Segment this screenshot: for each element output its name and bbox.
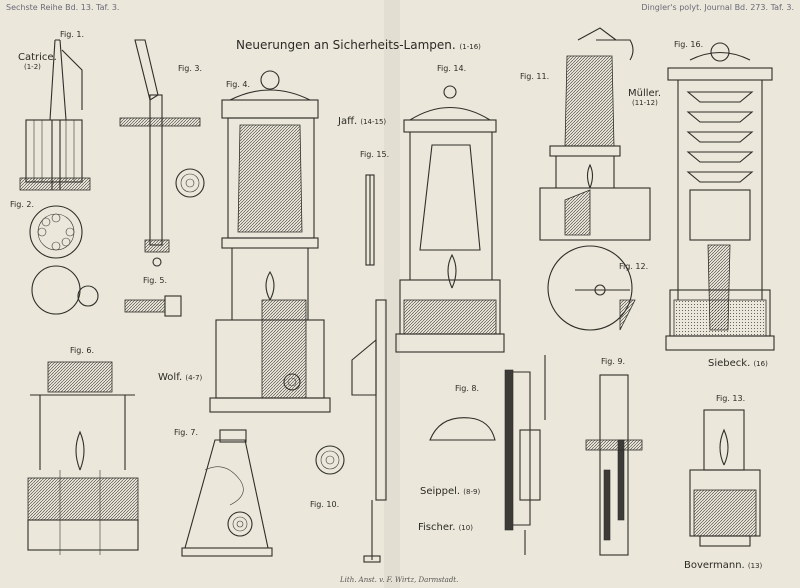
inventor-bovermann: Bovermann. (13) (684, 560, 762, 571)
fig12-drawing (547, 245, 636, 331)
fig-10-label: Fig. 10. (310, 500, 340, 509)
fig5-drawing (124, 295, 182, 317)
fig-12-label: Fig. 12. (619, 262, 649, 271)
fig-1-label: Fig. 1. (60, 30, 85, 39)
fig14-drawing (395, 85, 505, 353)
inventor-wolf-name: Wolf. (158, 372, 183, 383)
inventor-catrice: Catrice. (1-2) (18, 52, 57, 71)
fig-14-label: Fig. 14. (437, 64, 467, 73)
inventor-wolf-range: (4-7) (185, 374, 203, 382)
fig-13-label: Fig. 13. (716, 394, 746, 403)
fig-3-label: Fig. 3. (178, 64, 203, 73)
journal-header: Dingler's polyt. Journal Bd. 273. Taf. 3… (641, 3, 794, 12)
inventor-wolf: Wolf. (4-7) (158, 372, 202, 383)
plate-title-range: (1-16) (459, 43, 481, 51)
fig-5-label: Fig. 5. (143, 276, 168, 285)
fig11-drawing (539, 27, 651, 241)
plate-series-header: Sechste Reihe Bd. 13. Taf. 3. (6, 3, 120, 12)
inventor-siebeck-name: Siebeck. (708, 358, 751, 369)
fig13-drawing (689, 409, 761, 547)
fig15-fig10-drawing (315, 174, 387, 563)
fig1-drawing (19, 39, 91, 191)
inventor-bovermann-name: Bovermann. (684, 560, 745, 571)
inventor-mueller-name: Müller. (628, 88, 662, 99)
fig-2-label: Fig. 2. (10, 200, 35, 209)
inventor-fischer: Fischer. (10) (418, 522, 473, 533)
fig-7-label: Fig. 7. (174, 428, 199, 437)
inventor-fischer-name: Fischer. (418, 522, 456, 533)
fig-6-label: Fig. 6. (70, 346, 95, 355)
fig-8-label: Fig. 8. (455, 384, 480, 393)
inventor-seippel: Seippel. (8-9) (420, 486, 480, 497)
inventor-jaff-name: Jaff. (338, 116, 358, 127)
plate-title-text: Neuerungen an Sicherheits-Lampen. (236, 38, 456, 52)
plate-title: Neuerungen an Sicherheits-Lampen. (1-16) (236, 38, 481, 52)
inventor-fischer-range: (10) (458, 524, 473, 532)
fig7-drawing (181, 429, 273, 557)
lithographer-credit: Lith. Anst. v. F. Wirtz, Darmstadt. (340, 576, 459, 584)
inventor-catrice-name: Catrice. (18, 52, 57, 63)
fig8-fig9-drawing (429, 355, 643, 556)
fig4-drawing (209, 70, 331, 413)
inventor-catrice-range: (1-2) (24, 63, 41, 71)
fig-15-label: Fig. 15. (360, 150, 390, 159)
fig16-drawing (665, 42, 775, 351)
fig6-drawing (27, 361, 139, 555)
fold-shadow (384, 0, 400, 588)
fig-4-label: Fig. 4. (226, 80, 251, 89)
inventor-jaff-range: (14-15) (360, 118, 387, 126)
fig-9-label: Fig. 9. (601, 357, 626, 366)
inventor-mueller-range: (11-12) (632, 99, 658, 107)
inventor-seippel-name: Seippel. (420, 486, 461, 497)
fig3-drawing (119, 39, 205, 267)
fig2-drawing (29, 205, 99, 315)
inventor-seippel-range: (8-9) (463, 488, 481, 496)
inventor-siebeck-range: (16) (753, 360, 768, 368)
fig-16-label: Fig. 16. (674, 40, 704, 49)
inventor-siebeck: Siebeck. (16) (708, 358, 768, 369)
inventor-jaff: Jaff. (14-15) (338, 116, 386, 127)
inventor-bovermann-range: (13) (747, 562, 763, 570)
inventor-mueller: Müller. (11-12) (628, 88, 661, 107)
fig-11-label: Fig. 11. (520, 72, 550, 81)
